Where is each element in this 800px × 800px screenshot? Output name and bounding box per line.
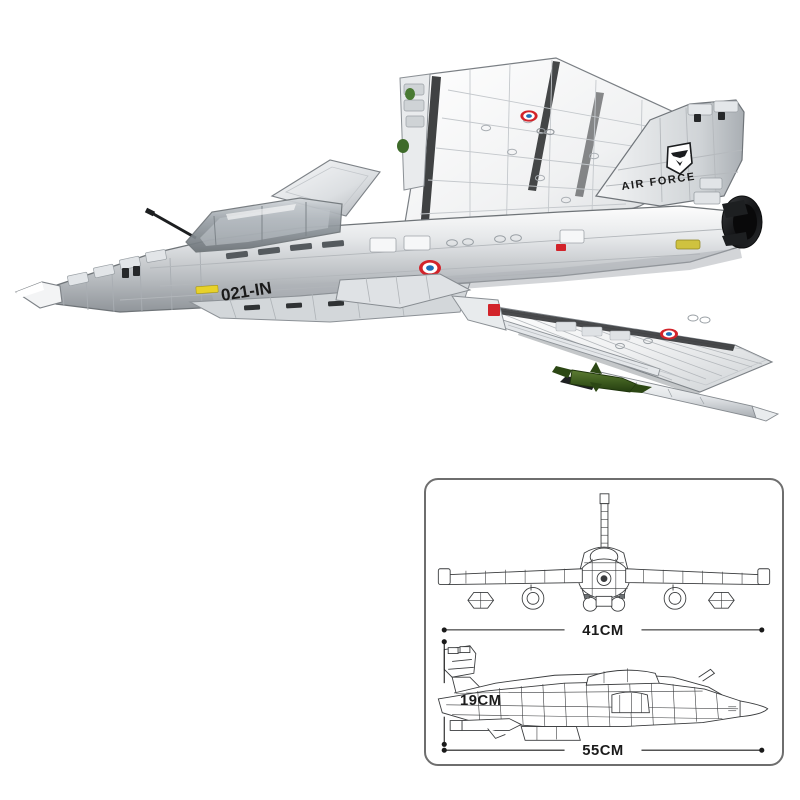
rear-yellow-decal xyxy=(675,239,701,250)
product-hero-photo: 021-IN xyxy=(14,57,780,422)
underwing-green-missile xyxy=(552,362,652,393)
ventral-red-decal xyxy=(488,304,500,316)
wing-root-strake xyxy=(335,273,472,309)
fighter-jet-illustration: 021-IN xyxy=(14,57,780,422)
measurement-55cm-label: 55CM xyxy=(582,743,623,759)
measurement-19cm-label: 19CM xyxy=(460,693,501,709)
canard-tip-light xyxy=(397,139,409,153)
cockpit-canopy xyxy=(185,197,343,253)
lower-delta-wing xyxy=(451,299,780,422)
fuselage-yellow-decal xyxy=(195,285,219,294)
measurement-41cm-label: 41CM xyxy=(582,623,623,639)
nose-probe xyxy=(149,210,197,240)
measurement-19cm: 19CM xyxy=(441,639,501,747)
measurement-55cm: 55CM xyxy=(441,743,765,759)
ventral-fin xyxy=(451,295,507,331)
rear-fuselage-bricks xyxy=(693,177,723,205)
roundel-lower-wing xyxy=(660,328,678,340)
measurement-41cm: 41CM xyxy=(441,623,765,639)
canard-tip-light-2 xyxy=(405,88,415,100)
spine-red-decal xyxy=(556,244,566,251)
roundel-fuselage xyxy=(419,260,441,276)
engine-nozzle xyxy=(721,195,763,249)
side-view-line-art xyxy=(437,645,769,741)
tail-eagle-shield-emblem xyxy=(666,142,693,175)
front-view-line-art xyxy=(437,493,771,612)
dimension-spec-panel: 41CM xyxy=(424,478,784,766)
roundel-upper-wing xyxy=(520,110,538,122)
canard-foreplane xyxy=(270,73,431,217)
